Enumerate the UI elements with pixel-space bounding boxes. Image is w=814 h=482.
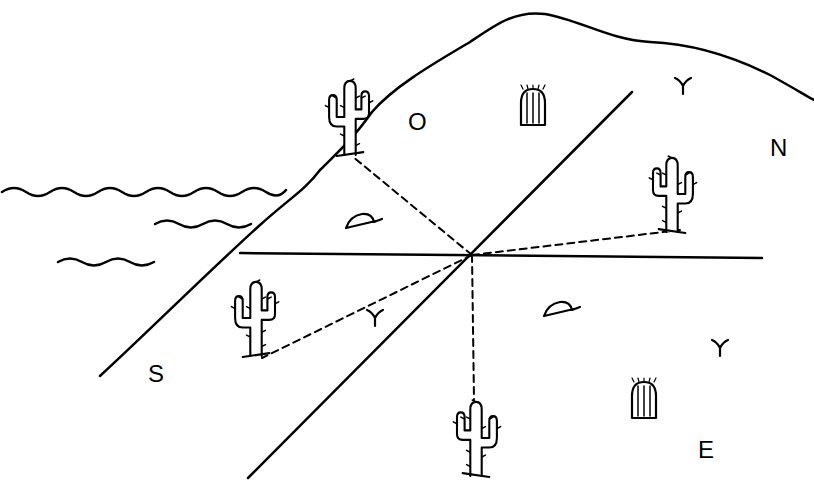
east-west-line [240, 253, 762, 258]
rock [346, 214, 382, 228]
sight-line [262, 255, 472, 358]
sea-wave [58, 259, 154, 266]
saguaro-cactus [231, 280, 278, 357]
saguaro-cactus [325, 79, 373, 156]
diagonal-line [248, 92, 632, 478]
sight-line [472, 255, 474, 400]
saguaro-cactus [453, 400, 501, 477]
saguaro-cactus [649, 156, 697, 233]
sprout [712, 340, 728, 356]
sea-wave [155, 221, 251, 228]
sight-line [352, 156, 472, 255]
barrel-cactus [632, 378, 656, 418]
hill-outline [100, 13, 814, 376]
sprout [675, 78, 691, 94]
sprout [367, 310, 383, 326]
direction-letter: S [146, 360, 166, 388]
barrel-cactus [521, 85, 545, 125]
sight-line [472, 230, 680, 255]
sea-wave [2, 188, 286, 196]
direction-letter: O [406, 108, 429, 136]
direction-letter: E [696, 436, 716, 464]
rock [544, 302, 580, 316]
direction-letter: N [768, 134, 789, 162]
